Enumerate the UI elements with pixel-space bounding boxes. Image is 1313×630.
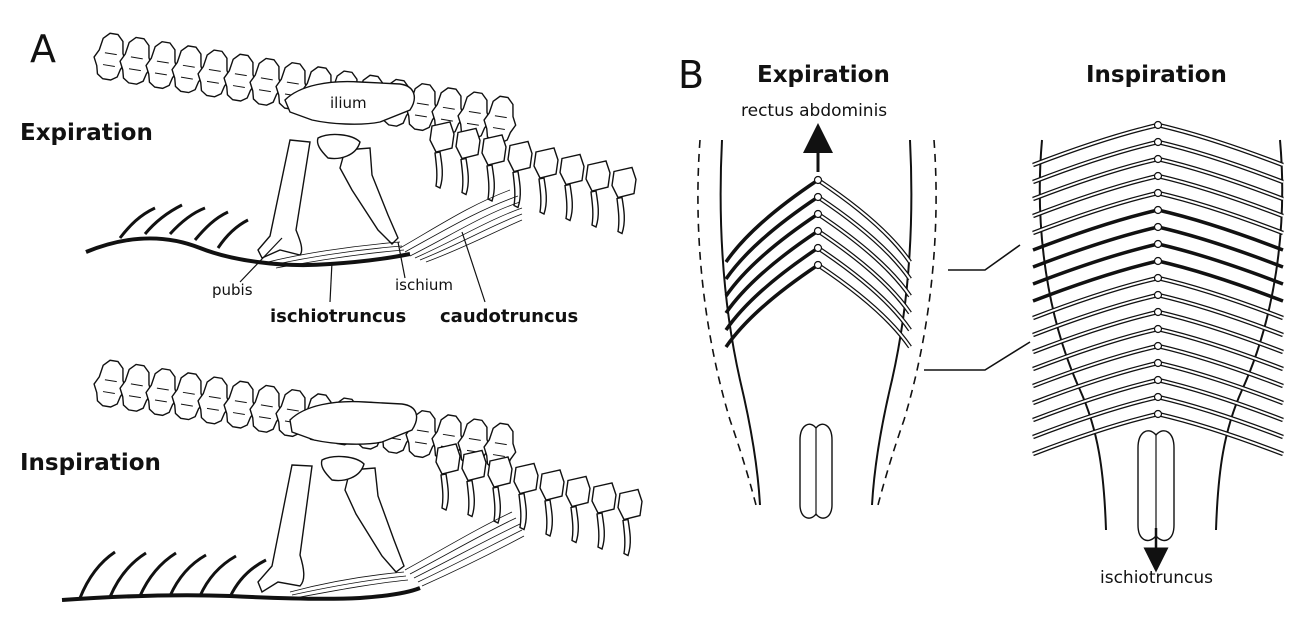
rib-left <box>724 195 819 280</box>
caudal-vertebra <box>481 134 507 202</box>
rib-inspiration <box>1032 259 1159 303</box>
label-inspiration-b: Inspiration <box>1086 62 1227 88</box>
panel-b: B Expiration Inspiration rectus abdomini… <box>678 53 1284 588</box>
gastralia-line-expiration <box>85 236 411 268</box>
label-rectus-abdominis: rectus abdominis <box>741 101 887 121</box>
gastralia-line-inspiration <box>61 586 421 602</box>
label-ischiotruncus-a: ischiotruncus <box>270 306 406 327</box>
ilium-bone-inspiration <box>289 400 418 445</box>
rib-inspiration <box>1157 208 1284 252</box>
rib-left <box>724 246 819 331</box>
vertebra <box>93 359 127 408</box>
ilium-bone-expiration <box>284 80 416 125</box>
caudal-vertebra <box>539 469 565 537</box>
vertebra <box>171 45 205 94</box>
pubis-bone-inspiration <box>257 464 313 594</box>
vertebra <box>431 87 465 136</box>
label-ischiotruncus-b: ischiotruncus <box>1100 568 1213 588</box>
body-outline-expiration <box>697 139 937 506</box>
vertebra <box>457 91 491 140</box>
rib-inspiration <box>1032 225 1159 269</box>
connector-lines <box>924 244 1031 371</box>
cloaca-expiration <box>799 423 833 519</box>
caudal-vertebra <box>591 482 617 550</box>
rib-inspiration <box>1032 242 1159 286</box>
gastral-ribs-expiration <box>118 203 249 249</box>
rib-left <box>724 263 819 348</box>
vertebra <box>171 372 205 421</box>
acetabulum-inspiration <box>320 455 365 482</box>
ribs-inspiration <box>1032 120 1284 457</box>
vertebra <box>249 57 283 106</box>
tail-vertebrae-expiration <box>429 121 637 235</box>
vertebra <box>249 384 283 433</box>
vertebra <box>119 36 153 85</box>
panel-a-letter: A <box>30 27 56 71</box>
vertebra <box>197 49 231 98</box>
rib-left <box>724 212 819 297</box>
caudal-vertebra <box>585 160 611 228</box>
caudal-vertebra <box>617 488 643 557</box>
caudal-vertebra <box>461 449 487 518</box>
acetabulum-expiration <box>316 133 361 160</box>
vertebra <box>145 367 179 417</box>
caudal-vertebra <box>565 475 591 544</box>
panel-b-letter: B <box>678 53 704 97</box>
label-ilium: ilium <box>330 94 367 112</box>
rib-left <box>724 229 819 314</box>
vertebra <box>197 376 231 425</box>
caudal-vertebra <box>513 462 539 531</box>
vertebra <box>223 53 257 102</box>
label-caudotruncus: caudotruncus <box>440 306 578 327</box>
cloaca-inspiration <box>1137 430 1175 542</box>
leader-lines-a <box>239 231 486 303</box>
panel-a: A <box>20 27 643 602</box>
rib-inspiration <box>1157 259 1284 303</box>
ischium-bone-inspiration <box>344 467 405 573</box>
rib-inspiration <box>1032 208 1159 252</box>
tail-vertebrae-inspiration <box>435 443 643 557</box>
vertebra <box>223 380 257 429</box>
label-expiration-b: Expiration <box>757 62 890 88</box>
caudal-vertebra <box>559 153 585 222</box>
ribs-expiration <box>724 175 912 349</box>
caudal-vertebra <box>455 127 481 196</box>
caudotruncus-muscle-inspiration <box>404 511 525 587</box>
gastral-ribs-inspiration <box>78 550 267 599</box>
label-expiration-a: Expiration <box>20 120 153 146</box>
rib-inspiration <box>1157 242 1284 286</box>
vertebra <box>145 40 179 90</box>
skeleton-expiration <box>85 32 637 269</box>
ischiotruncus-muscle-inspiration <box>289 571 409 599</box>
label-pubis: pubis <box>212 281 253 299</box>
vertebra <box>119 363 153 412</box>
vertebra <box>483 95 517 144</box>
caudal-vertebra <box>487 456 513 524</box>
rib-inspiration <box>1157 225 1284 269</box>
pubis-bone-expiration <box>257 139 311 259</box>
ischium-bone-expiration <box>339 147 399 245</box>
caudal-vertebra <box>429 121 455 189</box>
caudal-vertebra <box>533 147 559 215</box>
caudotruncus-muscle-expiration <box>399 189 523 263</box>
label-ischium: ischium <box>395 276 453 294</box>
caudal-vertebra <box>507 140 533 209</box>
label-inspiration-a: Inspiration <box>20 450 161 476</box>
rib-left <box>724 178 819 263</box>
skeleton-inspiration <box>61 359 643 602</box>
caudal-vertebra <box>611 166 637 235</box>
vertebra <box>93 32 127 81</box>
caudal-vertebra <box>435 443 461 511</box>
